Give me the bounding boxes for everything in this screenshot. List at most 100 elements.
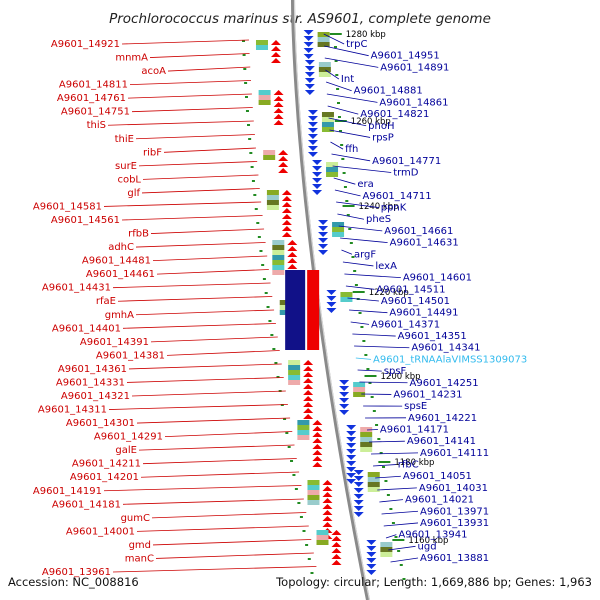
minor-tick <box>389 508 393 510</box>
right-connector <box>325 69 340 80</box>
forward-gene-arrow <box>287 246 298 251</box>
left-gene-label: gumC <box>121 513 150 524</box>
reverse-gene-arrow <box>346 473 357 478</box>
minor-tick <box>250 166 254 168</box>
forward-gene-arrow <box>322 492 333 497</box>
tick-label: 1240 kbp <box>359 202 399 212</box>
forward-gene-arrow <box>281 190 292 195</box>
left-connector <box>138 161 258 167</box>
right-connector <box>345 285 375 290</box>
right-gene-label: spsE <box>404 401 427 412</box>
reverse-gene-arrow <box>366 540 377 545</box>
minor-tick <box>254 208 258 210</box>
right-gene-label: A9601_14711 <box>363 191 432 202</box>
gene-block <box>258 100 271 105</box>
forward-gene-arrow <box>281 220 292 225</box>
gene-block <box>360 442 373 447</box>
left-connector <box>121 215 263 221</box>
left-gene-label: A9601_14581 <box>33 201 102 212</box>
gene-block <box>353 387 366 392</box>
forward-gene-arrow <box>303 378 314 383</box>
gene-block <box>353 382 366 387</box>
forward-gene-arrow <box>312 432 323 437</box>
reverse-gene-arrow <box>318 232 329 237</box>
long-gene-arrow <box>307 270 320 350</box>
right-gene-label: A9601_14251 <box>410 378 479 389</box>
forward-gene-arrow <box>287 258 298 263</box>
forward-gene-arrow <box>331 548 342 553</box>
left-gene-label: A9601_14751 <box>61 107 130 118</box>
reverse-gene-arrow <box>303 54 314 59</box>
minor-tick <box>256 222 260 224</box>
left-gene-label: rfaE <box>96 296 116 307</box>
right-connector <box>329 129 371 138</box>
minor-tick <box>336 88 340 90</box>
forward-gene-arrow <box>281 232 292 237</box>
left-connector <box>127 93 252 99</box>
reverse-gene-arrow <box>318 226 329 231</box>
right-gene-label: A9601_14501 <box>381 296 450 307</box>
reverse-gene-arrow <box>307 128 318 133</box>
minor-tick <box>345 200 349 202</box>
right-gene-label: ppnK <box>381 203 407 214</box>
right-connector <box>338 225 383 232</box>
reverse-gene-arrow <box>353 470 364 475</box>
forward-gene-arrow <box>303 396 314 401</box>
left-connector <box>152 539 312 546</box>
forward-gene-arrow <box>287 240 298 245</box>
minor-tick <box>251 180 255 182</box>
left-gene-label: acoA <box>141 66 166 77</box>
gene-block <box>266 195 279 200</box>
right-gene-label: A9601_14221 <box>408 413 477 424</box>
left-gene-label: thiS <box>87 120 106 131</box>
gene-block <box>297 425 310 430</box>
left-gene-label: surE <box>115 161 137 172</box>
right-connector <box>352 333 396 337</box>
right-gene-label: A9601_14951 <box>371 51 440 62</box>
left-connector <box>103 201 262 207</box>
right-gene-label: era <box>357 179 373 190</box>
forward-gene-arrow <box>303 366 314 371</box>
minor-tick <box>391 522 395 524</box>
minor-tick <box>337 116 341 118</box>
reverse-gene-arrow <box>339 398 350 403</box>
gene-block <box>353 392 366 397</box>
right-gene-label: trmD <box>393 168 419 179</box>
forward-gene-arrow <box>281 202 292 207</box>
minor-tick <box>272 348 276 350</box>
minor-tick <box>292 474 296 476</box>
reverse-gene-arrow <box>346 479 357 484</box>
forward-gene-arrow <box>312 444 323 449</box>
reverse-gene-arrow <box>346 455 357 460</box>
minor-tick <box>362 340 366 342</box>
reverse-gene-arrow <box>304 90 315 95</box>
forward-gene-arrow <box>270 58 281 63</box>
right-connector <box>344 273 401 279</box>
reverse-gene-arrow <box>307 116 318 121</box>
forward-gene-arrow <box>287 252 298 257</box>
gene-block <box>360 447 373 452</box>
right-gene-label: A9601_14031 <box>419 483 488 494</box>
minor-tick <box>285 432 289 434</box>
right-gene-label: A9601_14881 <box>354 86 423 97</box>
left-gene-label: A9601_14181 <box>52 499 121 510</box>
right-connector <box>332 165 392 173</box>
right-connector <box>377 487 417 491</box>
right-connector <box>370 452 419 455</box>
reverse-gene-arrow <box>339 386 350 391</box>
gene-block <box>332 227 345 232</box>
left-gene-label: A9601_14331 <box>56 377 125 388</box>
minor-tick <box>261 264 265 266</box>
left-gene-label: A9601_14431 <box>42 283 111 294</box>
minor-tick <box>358 312 362 314</box>
left-connector <box>135 242 266 248</box>
right-gene-label: pheS <box>366 214 391 225</box>
forward-gene-arrow <box>273 90 284 95</box>
gene-block <box>272 265 285 270</box>
right-gene-label: A9601_13971 <box>420 506 489 517</box>
right-connector <box>325 81 352 92</box>
left-connector <box>107 120 254 126</box>
reverse-gene-arrow <box>326 308 337 313</box>
right-connector <box>381 510 419 515</box>
page-title: Prochlorococcus marinus str. AS9601, com… <box>109 11 491 27</box>
